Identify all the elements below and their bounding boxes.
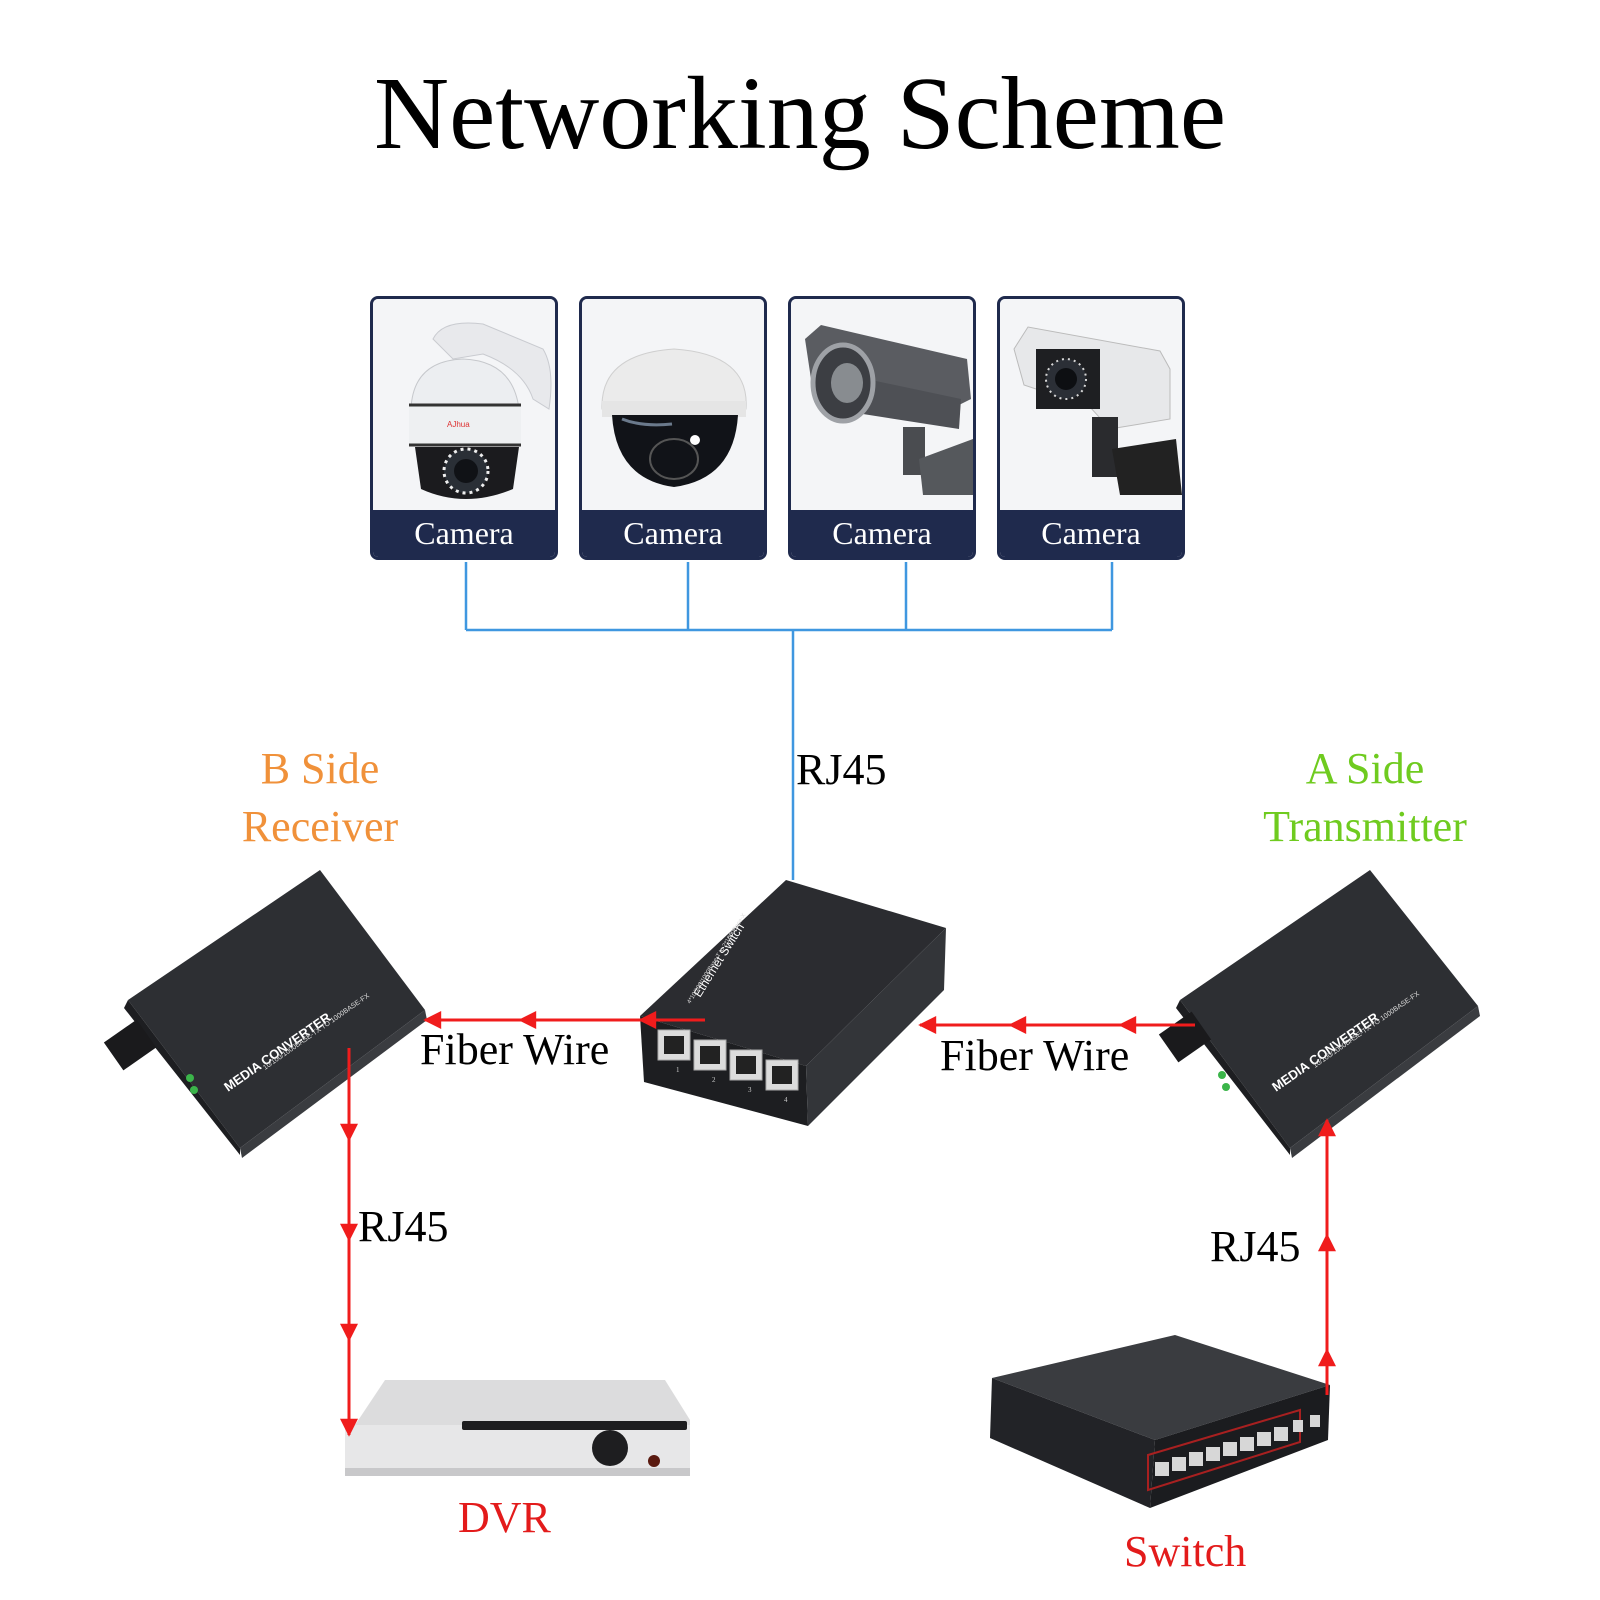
rj45-uplink-label: RJ45	[796, 745, 887, 794]
port-label: 1	[676, 1066, 680, 1074]
dvr-device	[345, 1380, 690, 1476]
camera-card-3: Camera	[788, 296, 976, 560]
bullet-camera-icon	[1000, 299, 1182, 513]
camera-label: Camera	[1000, 510, 1182, 557]
camera-card-1: AJhua Camera	[370, 296, 558, 560]
fiber-links	[340, 1011, 1336, 1437]
port-label: 3	[748, 1086, 752, 1094]
lan-switch-device	[990, 1335, 1330, 1508]
dvr-label: DVR	[458, 1493, 551, 1542]
b-side-role: Receiver	[241, 802, 399, 851]
a-side-role: Transmitter	[1263, 802, 1467, 851]
a-side-label: A Side Transmitter	[1240, 740, 1490, 856]
fiber-wire-label-left: Fiber Wire	[420, 1025, 610, 1074]
camera-card-4: Camera	[997, 296, 1185, 560]
media-converter-transmitter: MEDIA CONVERTER 10/100/1000BASE-TX TO 10…	[1158, 870, 1480, 1158]
diagram-title: Networking Scheme	[373, 56, 1226, 171]
b-side-title: B Side	[260, 744, 380, 793]
svg-text:AJhua: AJhua	[447, 420, 470, 429]
rj45-dvr-label: RJ45	[358, 1202, 449, 1251]
camera-label: Camera	[791, 510, 973, 557]
ethernet-switch-device: 1 2 3 4 Ethernet Switch 4*10/100/1000Bas…	[640, 880, 946, 1126]
rj45-switch-label: RJ45	[1210, 1222, 1301, 1271]
media-converter-receiver: MEDIA CONVERTER 10/100/1000BASE-TX TO 10…	[103, 870, 427, 1158]
b-side-label: B Side Receiver	[215, 740, 425, 856]
camera-card-2: Camera	[579, 296, 767, 560]
port-label: 4	[784, 1096, 788, 1104]
bullet-camera-icon	[791, 299, 973, 513]
port-label: 2	[712, 1076, 716, 1084]
fiber-wire-label-right: Fiber Wire	[940, 1031, 1130, 1080]
a-side-title: A Side	[1305, 744, 1425, 793]
camera-label: Camera	[373, 510, 555, 557]
lan-switch-label: Switch	[1124, 1527, 1247, 1576]
dome-camera-icon	[582, 299, 764, 513]
camera-label: Camera	[582, 510, 764, 557]
ptz-dome-camera-icon: AJhua	[373, 299, 555, 513]
camera-bus-lines	[464, 562, 1114, 880]
